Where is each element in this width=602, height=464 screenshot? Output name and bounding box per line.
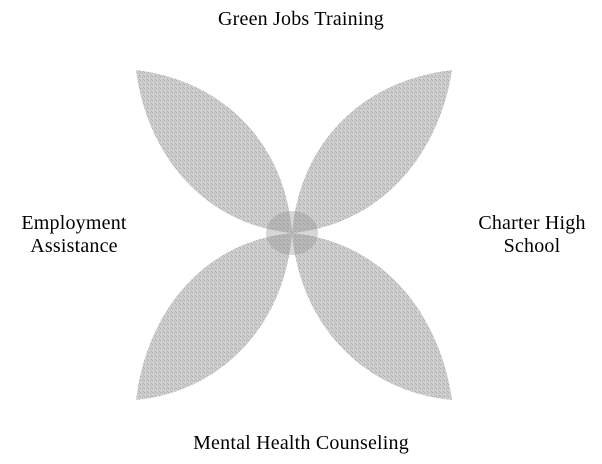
label-charter-high-school-line1: Charter High <box>478 212 586 234</box>
label-employment-assistance-line1: Employment <box>21 212 127 234</box>
label-green-jobs-training: Green Jobs Training <box>217 8 385 30</box>
overlap-center <box>266 211 318 255</box>
label-mental-health-counseling: Mental Health Counseling <box>193 432 409 454</box>
label-employment-assistance-line2: Assistance <box>30 235 118 257</box>
petal-top-right <box>292 70 452 233</box>
label-employment-assistance: Employment Assistance <box>0 212 148 258</box>
petals-group <box>136 70 452 400</box>
label-charter-high-school-line2: School <box>503 235 561 257</box>
petal-bottom-left <box>136 233 292 400</box>
petal-bottom-right <box>292 233 452 400</box>
label-charter-high-school: Charter High School <box>462 212 602 258</box>
petal-top-left <box>136 70 292 233</box>
